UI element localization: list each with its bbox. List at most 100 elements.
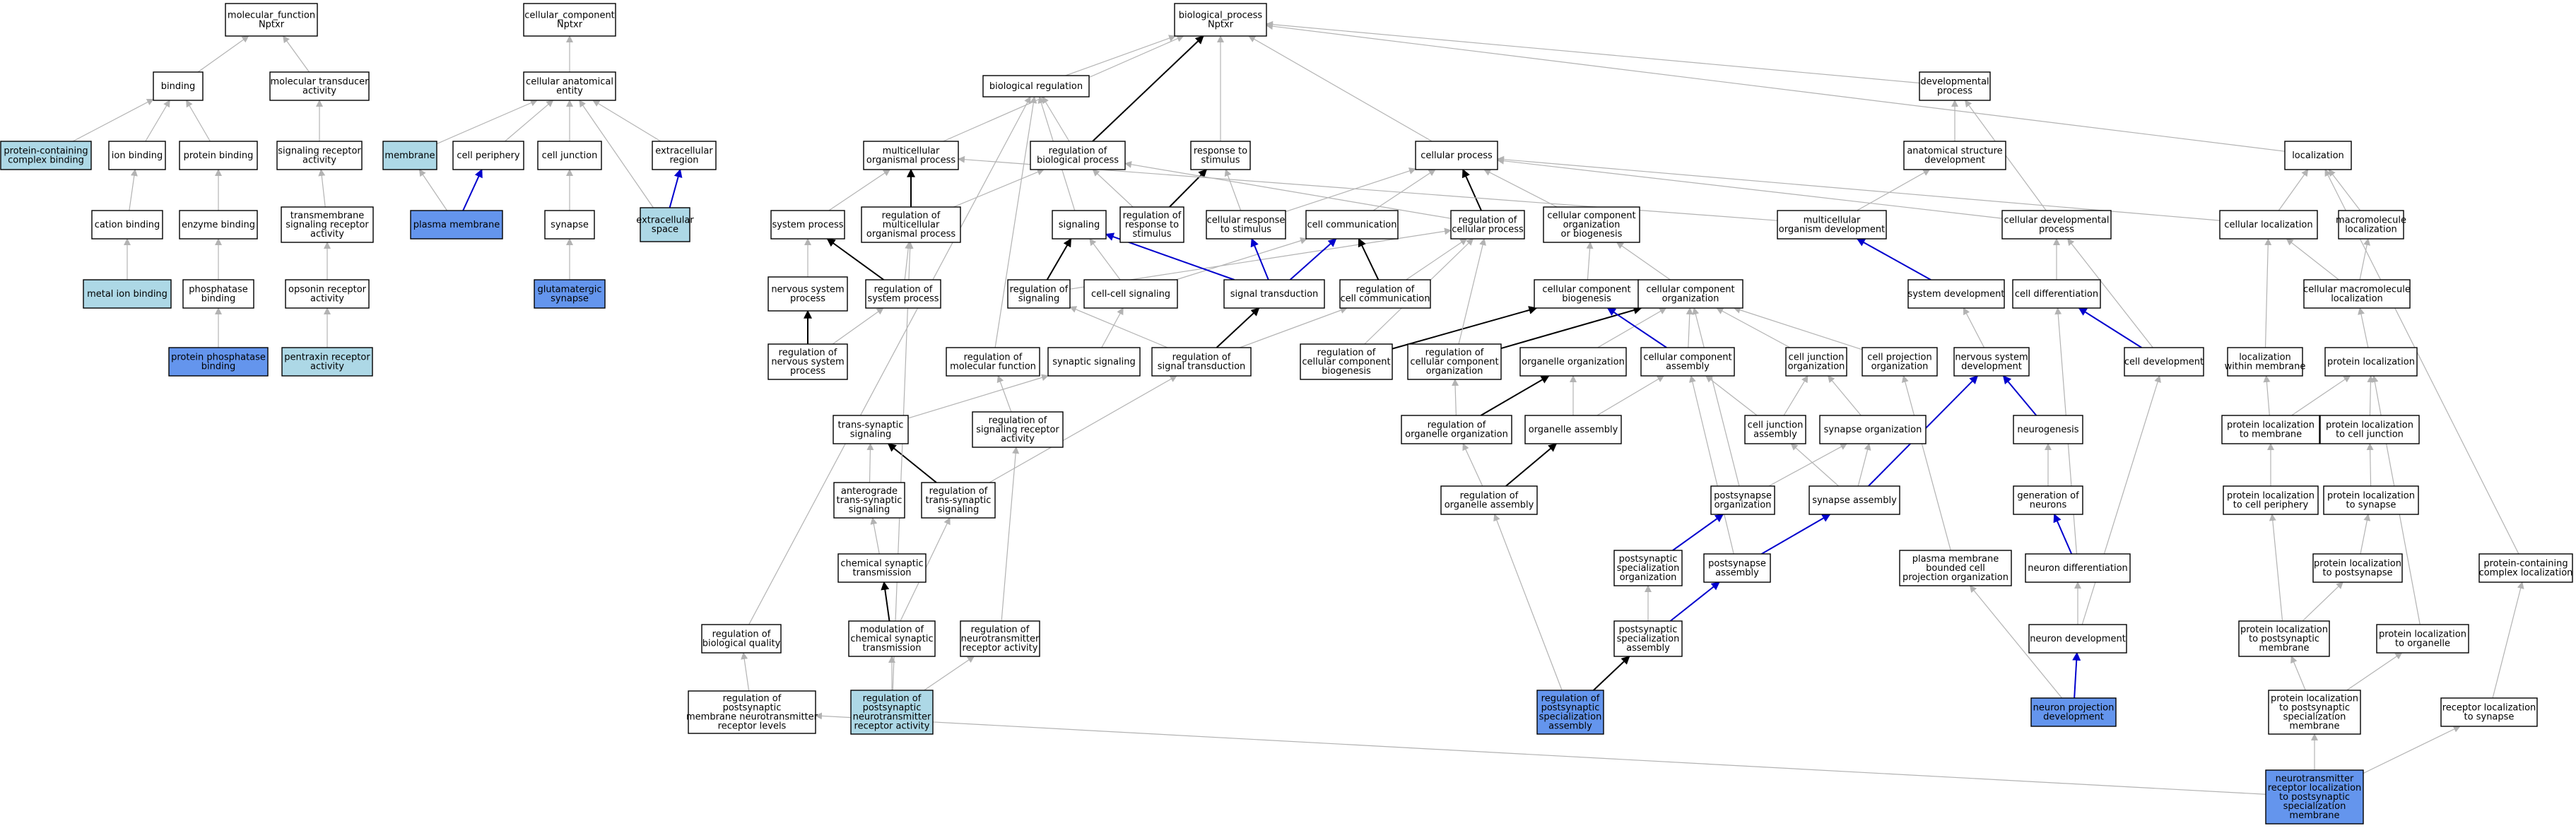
go-term-node-localization[interactable]: localization	[2284, 141, 2352, 170]
go-term-node-sysproc[interactable]: system process	[770, 210, 845, 240]
go-term-node-neurdev[interactable]: neuron development	[2028, 624, 2127, 654]
go-term-node-celljunc[interactable]: cell junction	[537, 141, 602, 170]
go-term-node-synapse[interactable]: synapse	[544, 210, 595, 240]
go-term-node-synsig[interactable]: synaptic signaling	[1047, 347, 1141, 377]
go-term-node-signaling[interactable]: signaling	[1052, 210, 1107, 240]
go-term-node-enzb[interactable]: enzyme binding	[179, 210, 258, 240]
go-term-node-cellloc[interactable]: cellular localization	[2219, 210, 2318, 240]
go-term-node-regpnra[interactable]: regulation ofpostsynapticneurotransmitte…	[850, 690, 934, 735]
go-term-node-protb[interactable]: protein binding	[179, 141, 258, 170]
go-term-node-cellcomm[interactable]: cell communication	[1305, 210, 1399, 240]
go-term-node-cellper[interactable]: cell periphery	[452, 141, 524, 170]
go-term-node-protloc[interactable]: protein localization	[2324, 347, 2418, 377]
go-term-node-metalb[interactable]: metal ion binding	[83, 279, 172, 309]
go-term-node-ccsig[interactable]: cell-cell signaling	[1083, 279, 1178, 309]
go-term-node-synasm[interactable]: synapse assembly	[1809, 485, 1900, 515]
go-term-node-neurdiff[interactable]: neuron differentiation	[2025, 553, 2131, 583]
go-term-node-synorg[interactable]: synapse organization	[1819, 415, 1927, 444]
go-term-node-celldiff[interactable]: cell differentiation	[2012, 279, 2101, 309]
go-term-node-membrane[interactable]: membrane	[382, 141, 437, 170]
go-term-node-ionb[interactable]: ion binding	[108, 141, 166, 170]
go-term-node-regpssa[interactable]: regulation ofpostsynapticspecializationa…	[1536, 690, 1604, 735]
go-term-node-sigtrans[interactable]: signal transduction	[1223, 279, 1325, 309]
go-term-node-bioreg[interactable]: biological regulation	[982, 75, 1090, 98]
go-term-node-cellproc[interactable]: cellular process	[1415, 141, 1498, 170]
go-term-node-orgasm[interactable]: organelle assembly	[1524, 415, 1622, 444]
go-term-node-plasmem[interactable]: plasma membrane	[410, 210, 503, 240]
go-term-node-sysdev[interactable]: system development	[1907, 279, 2005, 309]
go-term-node-binding[interactable]: binding	[153, 71, 204, 101]
go-term-node-celldev[interactable]: cell development	[2124, 347, 2204, 377]
go-term-node-neurogen[interactable]: neurogenesis	[2013, 415, 2083, 444]
